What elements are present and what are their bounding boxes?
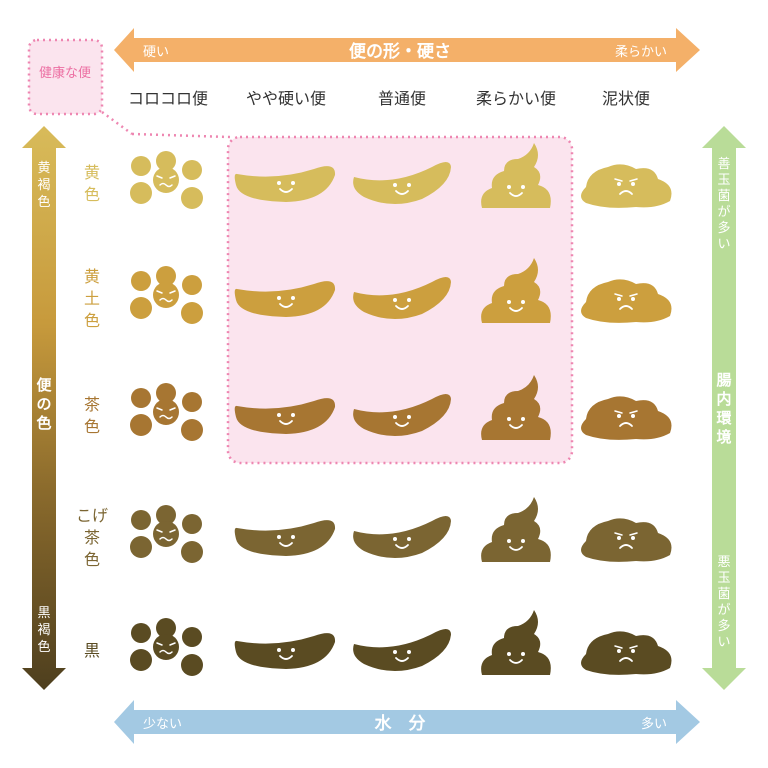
row-label: 色 bbox=[84, 311, 100, 330]
left-arrow-bottom-char: 褐 bbox=[37, 623, 50, 638]
stool-muddy-icon bbox=[581, 164, 672, 208]
row-label: 黒 bbox=[84, 641, 100, 660]
left-arrow-bottom-char: 黒 bbox=[37, 606, 50, 621]
row-label: 土 bbox=[84, 289, 100, 308]
row-label: 茶 bbox=[84, 528, 100, 547]
stool-muddy-icon bbox=[581, 518, 672, 562]
stool-normal-icon bbox=[353, 516, 451, 559]
stool-slightly-hard-icon bbox=[234, 520, 336, 556]
left-arrow-top-char: 黄 bbox=[37, 161, 50, 176]
stool-slightly-hard-icon bbox=[234, 166, 336, 202]
stool-normal-icon bbox=[353, 629, 451, 672]
row-label: こげ bbox=[76, 506, 108, 525]
stool-pellets-icon bbox=[130, 505, 203, 563]
column-header: 柔らかい便 bbox=[476, 89, 556, 108]
stool-muddy-icon bbox=[581, 631, 672, 675]
bottom-arrow: 少ない 水 分 多い bbox=[114, 700, 700, 744]
row-label: 黄 bbox=[84, 163, 100, 182]
column-header: コロコロ便 bbox=[128, 89, 208, 108]
row-label: 色 bbox=[84, 417, 100, 436]
row-label: 黄 bbox=[84, 267, 100, 286]
stool-pellets-icon bbox=[130, 618, 203, 676]
right-arrow-title-char: 内 bbox=[716, 390, 731, 408]
bottom-arrow-right: 多い bbox=[641, 716, 667, 732]
stool-soft-icon bbox=[481, 143, 551, 208]
left-arrow-title-char: 便 bbox=[36, 376, 52, 394]
bottom-arrow-title: 水 分 bbox=[375, 713, 426, 734]
right-arrow-bottom-char: 玉 bbox=[717, 571, 730, 586]
right-arrow-top-char: 玉 bbox=[717, 173, 730, 188]
stool-normal-icon bbox=[353, 162, 451, 205]
top-arrow-right: 柔らかい bbox=[615, 45, 667, 60]
column-header: やや硬い便 bbox=[246, 89, 326, 108]
left-arrow: 黄褐色 便の色 黒褐色 bbox=[22, 126, 66, 690]
left-arrow-top-char: 褐 bbox=[37, 178, 50, 193]
right-arrow-top-char: 多 bbox=[717, 220, 730, 236]
stool-normal-icon bbox=[353, 394, 451, 437]
stool-muddy-icon bbox=[581, 279, 672, 323]
right-arrow-title-char: 腸 bbox=[716, 371, 731, 389]
stool-muddy-icon bbox=[581, 396, 672, 440]
left-arrow-top-char: 色 bbox=[37, 194, 50, 210]
right-arrow-top-char: 善 bbox=[717, 156, 730, 172]
stool-pellets-icon bbox=[130, 151, 203, 209]
right-arrow-bottom-char: 悪 bbox=[717, 555, 730, 570]
stool-soft-icon bbox=[481, 258, 551, 323]
left-arrow-bottom-char: 色 bbox=[37, 639, 50, 655]
right-arrow-title-char: 境 bbox=[716, 428, 731, 446]
stool-slightly-hard-icon bbox=[234, 398, 336, 434]
top-arrow-left: 硬い bbox=[143, 45, 169, 60]
right-arrow-bottom-char: が bbox=[717, 603, 730, 618]
right-arrow-top-char: い bbox=[717, 237, 730, 252]
stool-soft-icon bbox=[481, 610, 551, 675]
right-arrow-top-char: が bbox=[717, 205, 730, 220]
left-arrow-title-char: の bbox=[36, 395, 51, 413]
stool-pellets-icon bbox=[130, 383, 203, 441]
stool-slightly-hard-icon bbox=[234, 633, 336, 669]
healthy-connector-2 bbox=[131, 132, 231, 139]
right-arrow-top-char: 菌 bbox=[717, 189, 730, 204]
healthy-legend-box bbox=[27, 38, 104, 116]
stool-soft-icon bbox=[481, 375, 551, 440]
column-header: 普通便 bbox=[378, 89, 426, 108]
stool-slightly-hard-icon bbox=[234, 281, 336, 317]
healthy-label: 健康な便 bbox=[39, 65, 91, 81]
right-arrow-bottom-char: 菌 bbox=[717, 587, 730, 602]
row-label: 色 bbox=[84, 185, 100, 204]
right-arrow-title-char: 環 bbox=[716, 409, 732, 427]
healthy-connector bbox=[101, 110, 133, 136]
right-arrow-bottom-char: 多 bbox=[717, 618, 730, 634]
left-arrow-title-char: 色 bbox=[36, 414, 51, 432]
bottom-arrow-left: 少ない bbox=[143, 717, 182, 732]
column-header: 泥状便 bbox=[602, 89, 650, 108]
top-arrow: 硬い 便の形・硬さ 柔らかい bbox=[114, 28, 700, 72]
row-label: 色 bbox=[84, 550, 100, 569]
top-arrow-title: 便の形・硬さ bbox=[349, 41, 451, 62]
stool-normal-icon bbox=[353, 277, 451, 320]
right-arrow-bottom-char: い bbox=[717, 635, 730, 650]
stool-pellets-icon bbox=[130, 266, 203, 324]
stool-soft-icon bbox=[481, 497, 551, 562]
row-label: 茶 bbox=[84, 395, 100, 414]
